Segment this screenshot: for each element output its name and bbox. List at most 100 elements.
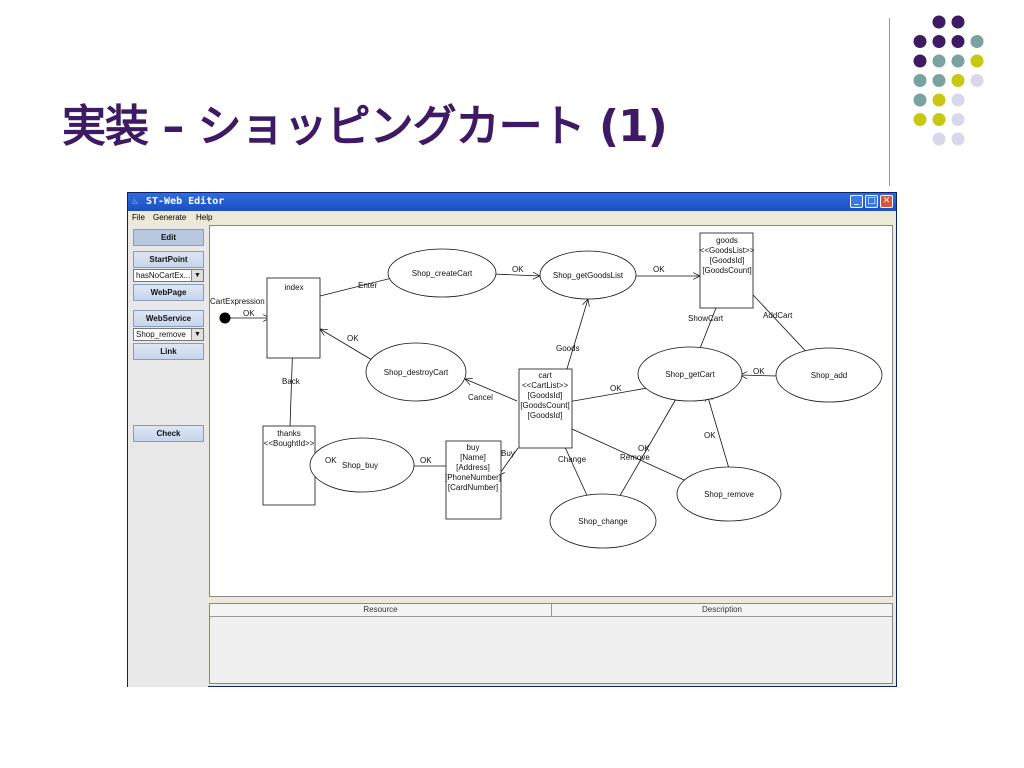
resource-table: Resource Description bbox=[209, 603, 893, 684]
edge-label-ok-buy: OK bbox=[420, 456, 432, 465]
service-shop-change[interactable] bbox=[549, 493, 657, 549]
page-index[interactable] bbox=[266, 277, 321, 359]
service-shop-createcart-label: Shop_createCart bbox=[412, 269, 473, 278]
edge-label-ok-add: OK bbox=[753, 367, 765, 376]
page-buy-line-1: buy bbox=[467, 443, 480, 452]
startpoint-select[interactable]: hasNoCartEx... ▼ bbox=[133, 269, 204, 282]
page-goods[interactable] bbox=[699, 232, 754, 309]
decorative-dot bbox=[932, 54, 946, 68]
menu-help[interactable]: Help bbox=[196, 213, 213, 222]
page-buy-line-4: [PhoneNumber] bbox=[445, 473, 501, 482]
service-shop-buy[interactable] bbox=[309, 437, 415, 493]
decorative-dot-grid bbox=[913, 15, 984, 146]
service-shop-getgoodslist[interactable] bbox=[539, 250, 637, 300]
start-point[interactable] bbox=[219, 312, 231, 324]
decorative-dot bbox=[932, 35, 946, 48]
page-cart-line-1: cart bbox=[538, 371, 552, 380]
service-shop-add-label: Shop_add bbox=[811, 371, 847, 380]
decorative-dot bbox=[932, 93, 946, 107]
link-tool-button[interactable]: Link bbox=[133, 343, 204, 360]
edge-cart-remove bbox=[549, 418, 706, 490]
decorative-dot bbox=[932, 15, 946, 29]
decorative-dot bbox=[913, 93, 927, 107]
service-shop-getcart[interactable] bbox=[637, 346, 743, 402]
cart-expression-label: CartExpression bbox=[210, 297, 265, 306]
decorative-dot bbox=[970, 54, 984, 68]
maximize-button[interactable]: □ bbox=[865, 195, 878, 208]
decorative-dot bbox=[951, 15, 965, 29]
webservice-select[interactable]: Shop_remove ▼ bbox=[133, 328, 204, 341]
menu-file[interactable]: File bbox=[132, 213, 145, 222]
service-shop-createcart[interactable] bbox=[387, 248, 497, 298]
edge-label-cancel: Cancel bbox=[468, 393, 493, 402]
edge-label-goods: Goods bbox=[556, 344, 580, 353]
service-shop-remove-label: Shop_remove bbox=[704, 490, 754, 499]
edge-add-getcart bbox=[740, 375, 778, 376]
webpage-tool-button[interactable]: WebPage bbox=[133, 284, 204, 301]
page-index-label: index bbox=[284, 283, 303, 292]
decorative-dot bbox=[913, 113, 927, 126]
webservice-select-value: Shop_remove bbox=[136, 330, 186, 339]
edge-label-back: Back bbox=[282, 377, 301, 386]
service-shop-remove[interactable] bbox=[676, 466, 782, 522]
page-cart-line-2: <<CartList>> bbox=[522, 381, 569, 390]
edge-destroycart-index bbox=[320, 329, 373, 361]
edge-label-ok-createcart: OK bbox=[512, 265, 524, 274]
edge-label-ok-destroycart: OK bbox=[347, 334, 359, 343]
flow-diagram: index goods <<GoodsList>> [GoodsId] [Goo… bbox=[210, 232, 883, 549]
decorative-dot bbox=[951, 113, 965, 126]
diagram-canvas[interactable]: index goods <<GoodsList>> [GoodsId] [Goo… bbox=[209, 225, 893, 597]
check-button[interactable]: Check bbox=[133, 425, 204, 442]
decorative-dot bbox=[932, 113, 946, 126]
minimize-button[interactable]: _ bbox=[850, 195, 863, 208]
decorative-dot bbox=[951, 74, 965, 87]
startpoint-select-value: hasNoCartEx... bbox=[136, 271, 191, 280]
webservice-tool-button[interactable]: WebService bbox=[133, 310, 204, 327]
edge-label-ok-start: OK bbox=[243, 309, 255, 318]
edge-remove-getcart bbox=[707, 394, 731, 473]
service-shop-destroycart[interactable] bbox=[365, 342, 467, 402]
menu-generate[interactable]: Generate bbox=[153, 213, 187, 222]
edge-label-ok-getcart: OK bbox=[610, 384, 622, 393]
edge-label-enter: Enter bbox=[358, 281, 377, 290]
close-button[interactable]: ✕ bbox=[880, 195, 893, 208]
edge-label-ok-getgoodslist: OK bbox=[653, 265, 665, 274]
startpoint-tool-button[interactable]: StartPoint bbox=[133, 251, 204, 268]
page-buy[interactable] bbox=[445, 440, 502, 520]
decorative-dot bbox=[932, 132, 946, 146]
title-divider bbox=[889, 18, 890, 186]
page-buy-line-3: [Address] bbox=[456, 463, 490, 472]
chevron-down-icon[interactable]: ▼ bbox=[191, 270, 203, 281]
page-goods-line-2: <<GoodsList>> bbox=[700, 246, 755, 255]
decorative-dot bbox=[951, 93, 965, 107]
service-shop-getgoodslist-label: Shop_getGoodsList bbox=[553, 271, 624, 280]
column-header-description[interactable]: Description bbox=[552, 604, 892, 617]
page-goods-line-3: [GoodsId] bbox=[710, 256, 745, 265]
window-titlebar[interactable]: ♨ ST-Web Editor _ □ ✕ bbox=[128, 193, 896, 211]
decorative-dot bbox=[913, 54, 927, 68]
decorative-dot bbox=[951, 132, 965, 146]
service-shop-buy-label: Shop_buy bbox=[342, 461, 378, 470]
slide-title: 実装 – ショッピングカート (1) bbox=[62, 101, 668, 152]
app-icon: ♨ bbox=[132, 196, 139, 207]
edge-label-change: Change bbox=[558, 455, 587, 464]
page-cart-line-5: [GoodsId] bbox=[528, 411, 563, 420]
chevron-down-icon[interactable]: ▼ bbox=[191, 329, 203, 340]
edge-label-ok-remove: OK bbox=[704, 431, 716, 440]
decorative-dot bbox=[913, 74, 927, 87]
edge-label-remove: Remove bbox=[620, 453, 650, 462]
menu-bar: File Generate Help bbox=[128, 211, 896, 225]
column-header-resource[interactable]: Resource bbox=[210, 604, 552, 617]
decorative-dot bbox=[951, 35, 965, 48]
edge-cart-change bbox=[563, 444, 590, 502]
service-shop-getcart-label: Shop_getCart bbox=[665, 370, 715, 379]
edit-tool-button[interactable]: Edit bbox=[133, 229, 204, 246]
edge-label-buy: Buy bbox=[501, 449, 515, 458]
edge-label-addcart: AddCart bbox=[763, 311, 793, 320]
page-buy-line-5: [CardNumber] bbox=[448, 483, 498, 492]
page-cart[interactable] bbox=[518, 368, 573, 449]
service-shop-add[interactable] bbox=[775, 347, 883, 403]
st-web-editor-window: ♨ ST-Web Editor _ □ ✕ File Generate Help… bbox=[127, 192, 897, 687]
decorative-dot bbox=[970, 35, 984, 48]
decorative-dot bbox=[932, 74, 946, 87]
